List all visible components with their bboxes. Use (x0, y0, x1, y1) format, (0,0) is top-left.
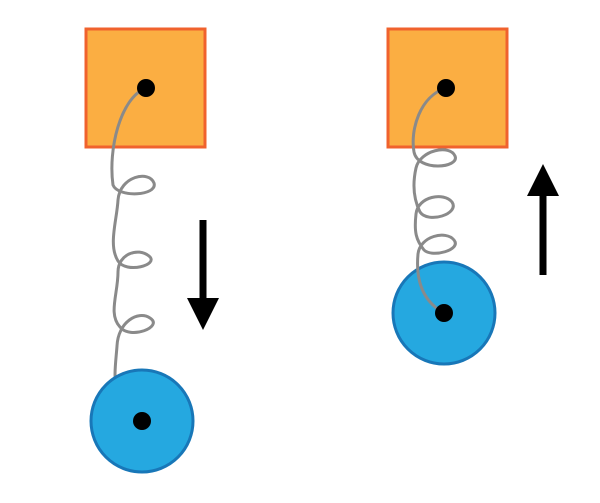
arrow-up-icon (527, 164, 559, 275)
arrow-down-icon (187, 220, 219, 330)
spring-left (110, 86, 156, 423)
arrow-up-head (527, 164, 559, 196)
spring-right (411, 86, 457, 315)
panel-extended-spring (84, 27, 219, 474)
pivot-dot-right-top (437, 79, 455, 97)
pivot-dot-right-bottom (435, 304, 453, 322)
pivot-dot-left-bottom (133, 412, 151, 430)
arrow-down-head (187, 298, 219, 330)
panel-compressed-spring (386, 27, 559, 366)
pivot-dot-left-top (137, 79, 155, 97)
